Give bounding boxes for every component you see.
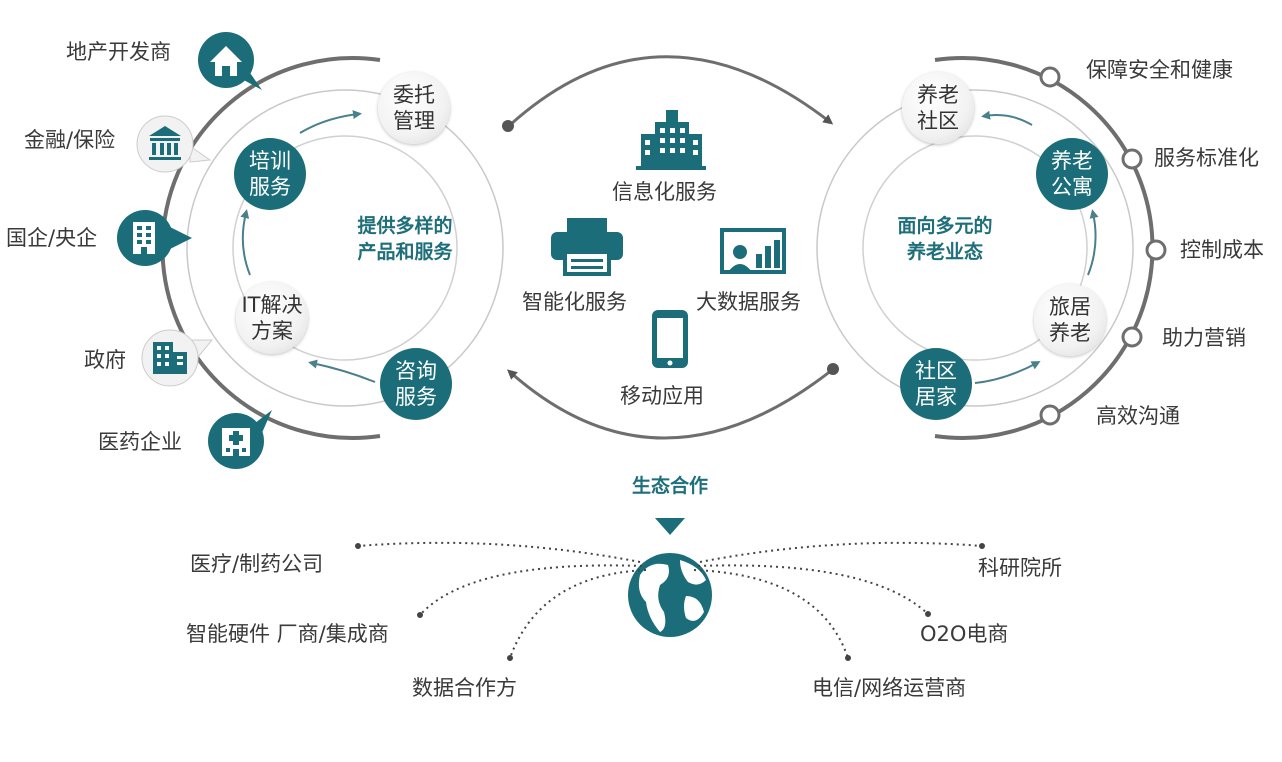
left-cycle-arrow-2 <box>240 209 251 276</box>
right-cycle-arrow-2 <box>1087 209 1099 276</box>
bank-icon <box>136 115 212 173</box>
stakeholder-label-finance: 金融/保险 <box>24 128 116 152</box>
benefit-marker-5 <box>1039 404 1061 426</box>
stakeholder-label-soe: 国企/央企 <box>6 226 98 250</box>
service-label-informatization: 信息化服务 <box>612 180 717 204</box>
benefit-marker-3 <box>1145 239 1167 261</box>
node-entrust-management: 委托管理 <box>378 72 450 144</box>
stakeholder-label-pharma: 医药企业 <box>98 430 182 454</box>
partner-label-research: 科研院所 <box>978 556 1062 580</box>
right-cycle-title: 面向多元的养老业态 <box>897 215 993 263</box>
right-cycle-ring <box>862 135 1088 361</box>
partner-label-pharma: 医疗/制药公司 <box>190 552 324 576</box>
hospital-icon <box>208 410 272 469</box>
benefit-label-communication: 高效沟通 <box>1096 404 1180 428</box>
right-cycle-arrow-1 <box>981 110 1033 126</box>
globe-icon <box>628 553 712 637</box>
partner-label-data: 数据合作方 <box>412 676 517 700</box>
partner-label-hardware: 智能硬件 厂商/集成商 <box>186 622 389 646</box>
partner-label-o2o: O2O电商 <box>920 622 1009 646</box>
government-building-icon <box>141 329 214 387</box>
node-elderly-community: 养老社区 <box>902 72 974 144</box>
node-it-solution: IT解决方案 <box>236 282 308 354</box>
node-community-home: 社区居家 <box>900 348 972 420</box>
benefit-label-safety: 保障安全和健康 <box>1086 58 1233 82</box>
stakeholder-label-government: 政府 <box>84 348 126 372</box>
benefit-label-standardization: 服务标准化 <box>1154 146 1259 170</box>
building-icon-windows <box>645 128 698 155</box>
left-cycle-arrow-3 <box>308 359 376 383</box>
partner-label-telecom: 电信/网络运营商 <box>812 676 967 700</box>
right-cycle-arrow-3 <box>974 361 1041 384</box>
node-elderly-apartment: 养老公寓 <box>1036 138 1108 210</box>
bottom-flow-dot <box>827 363 839 375</box>
node-training-service: 培训服务 <box>234 138 306 210</box>
top-flow-arc <box>508 55 834 127</box>
down-triangle-icon <box>655 518 685 535</box>
ecosystem-connectors <box>357 541 983 659</box>
office-building-icon <box>117 210 192 266</box>
house-icon <box>198 32 262 90</box>
bottom-flow-arc <box>507 368 833 440</box>
benefit-label-marketing: 助力营销 <box>1162 326 1246 350</box>
stakeholder-label-developer: 地产开发商 <box>66 40 171 64</box>
ecosystem-connector-dots <box>355 543 985 661</box>
smartphone-icon <box>652 310 688 368</box>
left-cycle-arrow-1 <box>299 110 362 134</box>
left-cycle-ring <box>232 135 458 361</box>
benefit-marker-1 <box>1039 66 1061 88</box>
benefit-label-cost: 控制成本 <box>1180 238 1264 262</box>
ecosystem-title: 生态合作 <box>631 475 708 497</box>
top-flow-dot <box>502 120 514 132</box>
printer-icon <box>551 218 623 276</box>
left-inner-circle <box>186 89 504 407</box>
left-cycle-title: 提供多样的产品和服务 <box>357 215 453 263</box>
presentation-chart-icon <box>720 228 786 274</box>
node-travel-elderly: 旅居养老 <box>1034 284 1106 356</box>
service-label-mobile: 移动应用 <box>620 384 704 408</box>
service-label-intelligent: 智能化服务 <box>522 290 627 314</box>
service-label-bigdata: 大数据服务 <box>696 290 801 314</box>
benefit-marker-4 <box>1121 326 1143 348</box>
benefit-marker-2 <box>1121 148 1143 170</box>
node-consulting-service: 咨询服务 <box>380 348 452 420</box>
right-inner-circle <box>816 89 1134 407</box>
